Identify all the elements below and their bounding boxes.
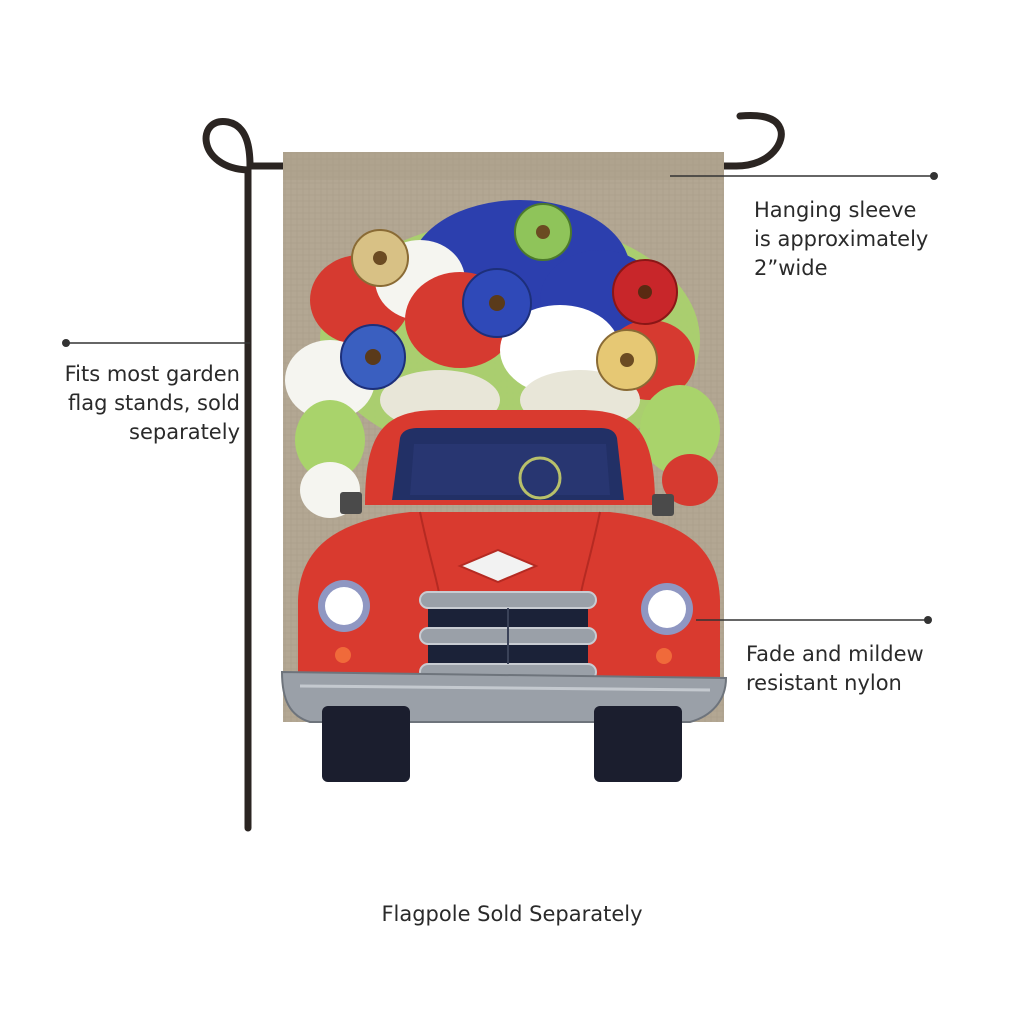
flower-blue-large: [462, 268, 532, 338]
callout-line: Fits most garden: [64, 362, 240, 386]
flower-red: [612, 259, 678, 325]
callout-line: flag stands, sold: [67, 391, 240, 415]
tire-right: [594, 706, 682, 782]
callout-line: is approximately: [754, 227, 929, 251]
callout-hanging-sleeve: Hanging sleeve is approximately 2”wide: [754, 196, 928, 283]
callout-flag-stand: Fits most garden flag stands, sold separ…: [30, 360, 240, 447]
red-truck: [280, 410, 728, 782]
callout-nylon-material: Fade and mildew resistant nylon: [746, 640, 924, 698]
flower-bouquet: [285, 200, 720, 518]
flower-tan: [351, 229, 409, 287]
callout-line: Hanging sleeve: [754, 198, 917, 222]
flag-stand: [202, 112, 785, 832]
caption-flagpole: Flagpole Sold Separately: [381, 902, 643, 926]
hood-emblem: [457, 548, 539, 584]
callout-leaders: [62, 172, 938, 624]
headlight-right: [641, 583, 693, 635]
headlight-left: [318, 580, 370, 632]
flower-blue-small: [340, 324, 406, 390]
callout-line: 2”wide: [754, 256, 828, 280]
callout-line: resistant nylon: [746, 671, 902, 695]
flower-yellow: [596, 329, 658, 391]
tire-left: [322, 706, 410, 782]
callout-line: Fade and mildew: [746, 642, 924, 666]
callout-line: separately: [129, 420, 240, 444]
flower-green: [514, 203, 572, 261]
truck-grille: [419, 591, 597, 682]
